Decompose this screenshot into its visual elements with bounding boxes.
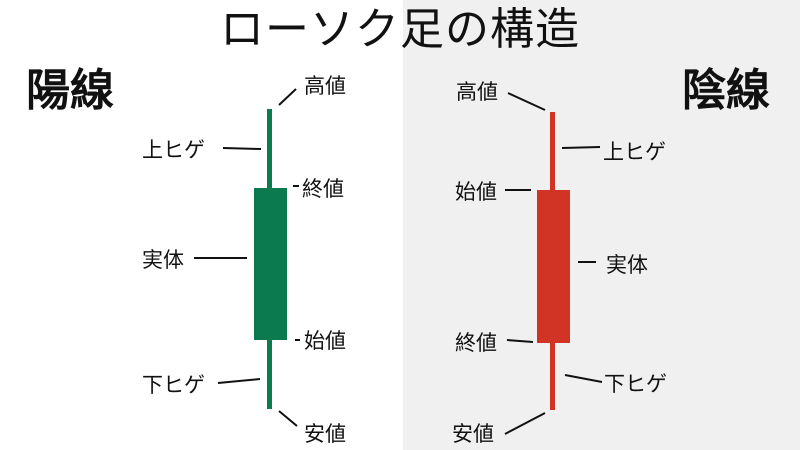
bearish-label-open: 始値 — [455, 180, 497, 204]
bullish-label-low: 安値 — [304, 422, 346, 446]
bearish-label-lower-shadow: 下ヒゲ — [604, 372, 667, 396]
bearish-label-close: 終値 — [455, 331, 497, 355]
bearish-body — [537, 190, 570, 343]
bearish-label-upper-shadow: 上ヒゲ — [603, 140, 666, 164]
bearish-label-high: 高値 — [456, 80, 498, 104]
bullish-label-high: 高値 — [304, 74, 346, 98]
bearish-heading: 陰線 — [682, 65, 770, 116]
bullish-heading: 陽線 — [26, 65, 114, 116]
bullish-label-body: 実体 — [142, 248, 184, 272]
bearish-label-low: 安値 — [452, 422, 494, 446]
bullish-body — [254, 188, 287, 340]
bearish-label-body: 実体 — [606, 253, 648, 277]
bullish-label-lower-shadow: 下ヒゲ — [142, 373, 205, 397]
bullish-label-close: 終値 — [302, 177, 344, 201]
page-title: ローソク足の構造 — [220, 4, 580, 55]
bullish-label-upper-shadow: 上ヒゲ — [142, 138, 205, 162]
bullish-label-open: 始値 — [304, 329, 346, 353]
